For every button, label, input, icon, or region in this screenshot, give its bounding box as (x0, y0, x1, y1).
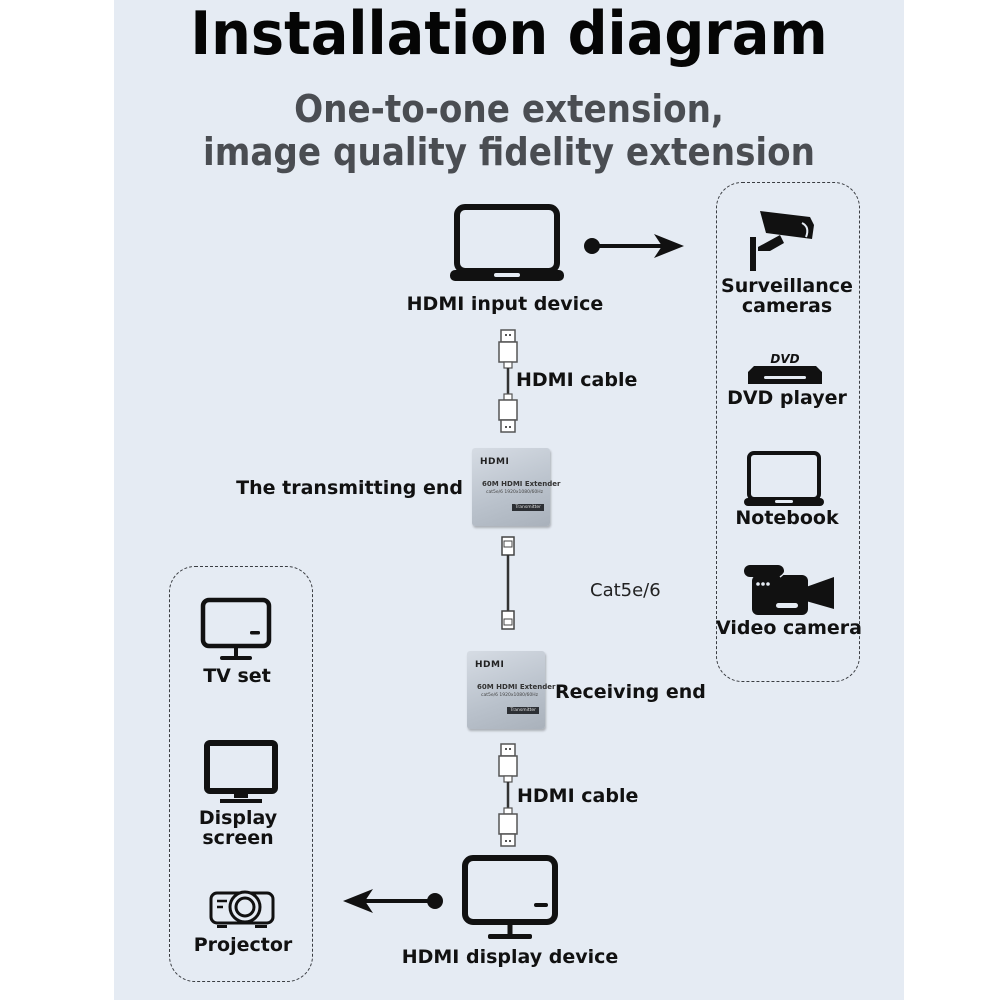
monitor-icon (462, 855, 558, 939)
laptop-icon (450, 204, 564, 281)
hdmi-cable-icon (498, 329, 518, 433)
source-devices-group (716, 182, 860, 682)
subtitle-line-1: One-to-one extension, (294, 87, 724, 131)
projector-label: Projector (193, 934, 293, 956)
display-screen-label-line-2: screen (202, 827, 274, 849)
receiver-spec: cat5e/6 1920x1080/60Hz (481, 693, 538, 698)
tv-icon (200, 597, 272, 660)
transmitter-brand: HDMI (480, 457, 510, 467)
display-screen-icon (204, 740, 278, 803)
subtitle-line-2: image quality fidelity extension (202, 130, 815, 174)
receiver-label: Receiving end (555, 681, 706, 703)
ethernet-cable-icon (501, 536, 515, 630)
receiver-device: HDMI 60M HDMI Extender cat5e/6 1920x1080… (467, 651, 555, 729)
dvd-player-icon: DVD (748, 352, 822, 384)
dvd-player-label: DVD player (727, 387, 847, 409)
display-device-label: HDMI display device (401, 946, 619, 968)
video-camera-icon (744, 564, 834, 615)
cat5e-cable-label: Cat5e/6 (590, 580, 661, 601)
transmitter-tag: Transmitter (512, 504, 544, 511)
receiver-name: 60M HDMI Extender (477, 683, 556, 691)
receiver-brand: HDMI (475, 660, 505, 670)
transmitter-label: The transmitting end (236, 477, 463, 499)
notebook-label: Notebook (735, 507, 839, 529)
cctv-camera-icon (750, 211, 814, 271)
receiver-tag: Transmitter (507, 707, 539, 714)
transmitter-spec: cat5e/6 1920x1080/60Hz (486, 490, 543, 495)
transmitter-device: HDMI 60M HDMI Extender cat5e/6 1920x1080… (472, 448, 560, 526)
dvd-logo-text: DVD (770, 352, 799, 366)
transmitter-name: 60M HDMI Extender (482, 480, 561, 488)
surveillance-label-line-2: cameras (741, 295, 833, 317)
top-hdmi-cable-label: HDMI cable (516, 369, 638, 391)
surveillance-label-line-1: Surveillance (721, 275, 853, 297)
input-device-label: HDMI input device (406, 293, 604, 315)
video-camera-label: Video camera (716, 617, 862, 639)
output-devices-group (169, 566, 313, 982)
display-screen-label: Display screen (169, 808, 307, 848)
hdmi-cable-icon (498, 743, 518, 847)
surveillance-label: Surveillance cameras (716, 276, 858, 316)
laptop-icon (744, 451, 824, 506)
bottom-hdmi-cable-label: HDMI cable (517, 785, 639, 807)
arrow-left-icon (343, 889, 443, 913)
arrow-right-icon (584, 234, 684, 258)
page-title: Installation diagram (190, 0, 828, 69)
projector-icon (209, 890, 275, 928)
display-screen-label-line-1: Display (198, 807, 278, 829)
page-subtitle: One-to-one extension, image quality fide… (154, 88, 865, 174)
tv-set-label: TV set (203, 665, 271, 687)
